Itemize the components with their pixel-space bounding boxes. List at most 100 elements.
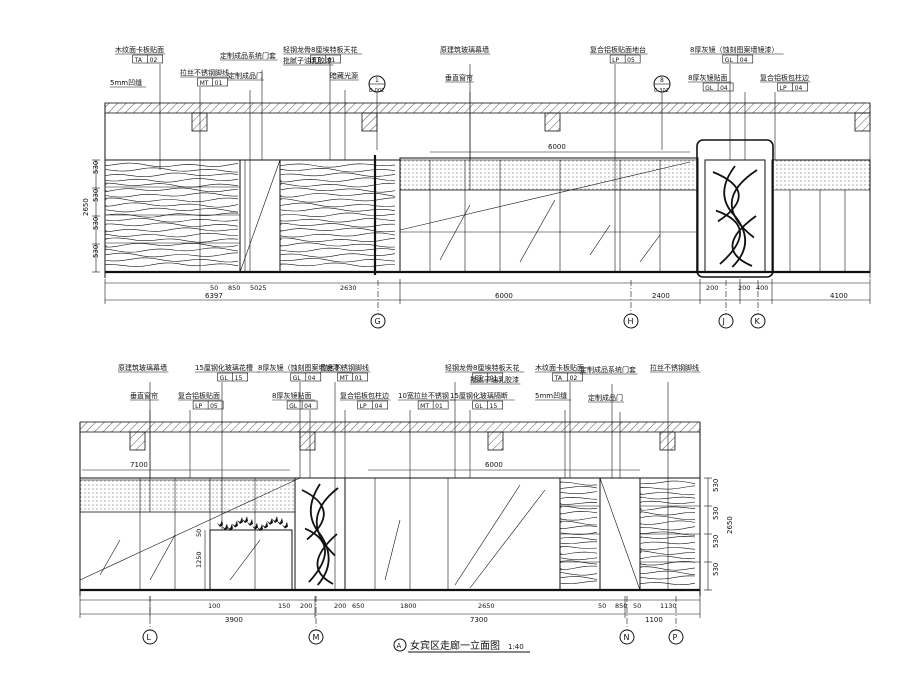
top-callout-2-code-b: 01: [328, 57, 336, 64]
top-dim-bottom-4: 200: [706, 284, 718, 292]
top-wood-grain: [105, 162, 240, 267]
bottom-callout-2-label: 8厚灰镜（蚀刻图案墙镜漆）: [258, 363, 346, 372]
top-section-top-1: 8: [660, 77, 664, 84]
bottom-callout-6-code-a: TA: [554, 375, 563, 382]
top-callout-5-code-a: LP: [612, 57, 619, 64]
top-grid-H: H: [628, 317, 634, 326]
bottom-callout-12-label: 复合铝板包柱边: [340, 391, 389, 400]
title-text: 女宾区走廊一立面图: [410, 639, 500, 652]
top-ceiling-slab: [104, 102, 871, 114]
top-callout-14-label: 复合铝板包柱边: [760, 73, 809, 82]
top-section-bottom-0: D-002: [369, 88, 384, 94]
top-grid-G: G: [375, 317, 381, 326]
top-beam-4: [854, 112, 871, 132]
bottom-callout-1-code-a: GL: [220, 375, 229, 382]
bottom-callout-6-code-b: 02: [570, 375, 578, 382]
top-dim-overall-1: 6000: [495, 292, 513, 300]
bottom-dim-overall-2: 1100: [645, 616, 663, 624]
top-callout-14-code-b: 04: [795, 85, 803, 92]
bottom-callout-12-code-b: 04: [375, 403, 383, 410]
bottom-callout-4-code-a: ET: [475, 375, 483, 382]
top-dim-left-1: 530: [92, 189, 100, 202]
top-dim-left-total: 2650: [82, 198, 90, 216]
bottom-dim-bottom-2: 200: [300, 602, 312, 610]
top-callout-5-code-b: 05: [627, 57, 635, 64]
top-callout-1-label: 定制成品系统门套: [220, 51, 276, 60]
bottom-dim-top-left: 7100: [130, 461, 148, 469]
bottom-callout-2-code-a: GL: [293, 375, 302, 382]
bottom-dim-bottom-10: 1130: [660, 602, 677, 610]
bottom-dim-top-mid: 6000: [485, 461, 503, 469]
bottom-callout-8-label: 拉丝不锈钢脚线: [650, 363, 699, 372]
bottom-grid-N: N: [624, 633, 630, 642]
bottom-callout-12-code-a: LP: [360, 403, 367, 410]
top-callout-14-code-a: LP: [780, 85, 787, 92]
bottom-callout-10-label: 复合铝板贴面: [178, 391, 220, 400]
bottom-callout-1-label: 15厘钢化玻璃花槽: [195, 363, 253, 372]
bottom-ceiling-slab: [79, 421, 701, 433]
bottom-callout-10-code-b: 05: [210, 403, 218, 410]
bottom-dim-bottom-6: 2650: [478, 602, 495, 610]
top-curtain-wall: [399, 157, 699, 273]
top-mirror-panel: [704, 159, 766, 273]
top-callout-10-label: 定制成品门: [228, 71, 263, 80]
top-dim-left-2: 530: [92, 217, 100, 230]
top-section-top-0: 1: [375, 77, 379, 84]
bottom-callout-11-code-b: 04: [304, 403, 312, 410]
top-dim-overall-2: 2400: [652, 292, 670, 300]
bottom-glass-partition: [344, 477, 561, 591]
top-dim-bottom-3: 2630: [340, 284, 357, 292]
top-callout-5-label: 复合铝板贴面地台: [590, 45, 646, 54]
top-callout-6-label: 8厚灰镜（蚀刻图案墙镜漆）: [690, 45, 778, 54]
bottom-callout-10-code-a: LP: [195, 403, 202, 410]
bottom-callout-0-label: 原建筑玻璃幕墙: [118, 363, 167, 372]
top-callout-12-label: 垂直窗帘: [445, 73, 473, 82]
top-callout-7-code-a: MT: [200, 80, 209, 87]
bottom-dim-right-total: 2650: [726, 516, 734, 534]
bottom-callout-3-label: 拉丝不锈钢脚线: [320, 363, 369, 372]
bottom-callout-9-label: 垂直窗帘: [130, 391, 158, 400]
bottom-callout-6-label: 木纹面卡板贴面: [535, 363, 584, 372]
bottom-dim-right-0: 530: [712, 479, 720, 492]
top-callout-4-label: 原建筑玻璃幕墙: [440, 45, 489, 54]
bottom-dim-right-2: 530: [712, 535, 720, 548]
top-callout-13-label: 8厚灰镜贴面: [688, 73, 727, 82]
bottom-dim-bottom-3: 200: [334, 602, 346, 610]
bottom-dim-left-0: 50: [195, 529, 203, 537]
top-callout-2-code-a: ET: [313, 57, 321, 64]
bottom-callout-13-code-b: 01: [435, 403, 443, 410]
bottom-dim-bottom-8: 850: [615, 602, 627, 610]
bottom-grid-L: L: [147, 633, 152, 642]
top-beam-3: [544, 112, 561, 132]
bottom-beam-2: [299, 431, 316, 451]
top-callout-13-code-b: 04: [720, 85, 728, 92]
top-callout-6-code-b: 04: [740, 57, 748, 64]
bottom-callout-3-code-b: 01: [355, 375, 363, 382]
bottom-dim-overall-1: 7300: [470, 616, 488, 624]
bottom-grid-P: P: [673, 633, 678, 642]
top-dim-bottom-5: 200: [738, 284, 750, 292]
top-callout-0-label: 木纹面卡板贴面: [115, 45, 164, 54]
top-callout-7-label: 拉丝不锈钢脚线: [180, 68, 229, 77]
bottom-callout-4-label: 轻钢龙骨8厘埃特板天花: [445, 363, 519, 372]
top-dim-bottom-2: 5025: [250, 284, 267, 292]
top-dim-left-3: 530: [92, 245, 100, 258]
bottom-dim-left-1: 1250: [195, 551, 203, 568]
bottom-callout-4-code-b: 01: [490, 375, 498, 382]
top-callout-6-code-a: GL: [725, 57, 734, 64]
top-dim-bottom-1: 850: [228, 284, 240, 292]
bottom-callout-15-label: 5mm凹缝: [535, 391, 567, 400]
bottom-dim-bottom-1: 150: [278, 602, 290, 610]
bottom-callout-16-label: 定制成品门: [588, 393, 623, 402]
bottom-callout-13-label: 10宽拉丝不锈钢: [398, 391, 449, 400]
top-beam-1: [191, 112, 208, 132]
title-marker-circle: [393, 638, 407, 652]
bottom-dim-bottom-9: 50: [633, 602, 641, 610]
top-grid-J: J: [722, 317, 725, 326]
top-callout-0-code-b: 02: [150, 57, 158, 64]
bottom-dim-overall-0: 3900: [225, 616, 243, 624]
bottom-beam-3: [487, 431, 504, 451]
bottom-callout-3-code-a: MT: [340, 375, 349, 382]
